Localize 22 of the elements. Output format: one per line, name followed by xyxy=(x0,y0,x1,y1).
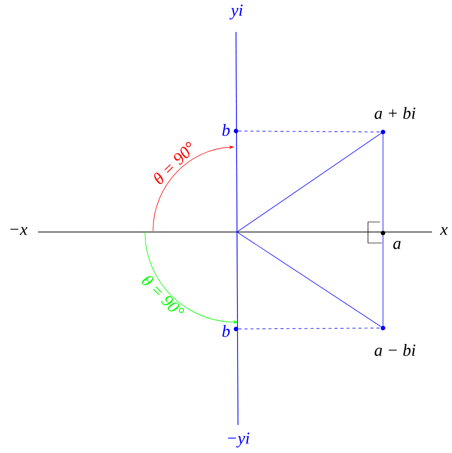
line xyxy=(238,133,382,232)
angle-label: θ = 90° xyxy=(154,142,191,184)
dashed-line xyxy=(238,328,381,330)
node-label: b xyxy=(222,124,230,136)
point: a xyxy=(380,230,401,250)
point: a − bi xyxy=(374,326,416,356)
axis-label: −yi xyxy=(228,432,250,448)
node-label: a + bi xyxy=(374,107,416,119)
dashed-line xyxy=(238,130,381,132)
point: b xyxy=(222,124,238,136)
node-label: a − bi xyxy=(374,344,416,356)
axis-label: yi xyxy=(229,4,243,20)
line xyxy=(238,232,382,327)
line xyxy=(382,134,384,231)
axis-label: −x xyxy=(10,227,28,235)
axis-label: x xyxy=(440,227,448,235)
node-label: a xyxy=(393,240,401,250)
point: b xyxy=(222,325,238,337)
point: a + bi xyxy=(374,107,416,134)
node-label: b xyxy=(222,325,230,337)
line xyxy=(382,235,384,326)
angle-label: θ = 90° xyxy=(142,276,184,313)
